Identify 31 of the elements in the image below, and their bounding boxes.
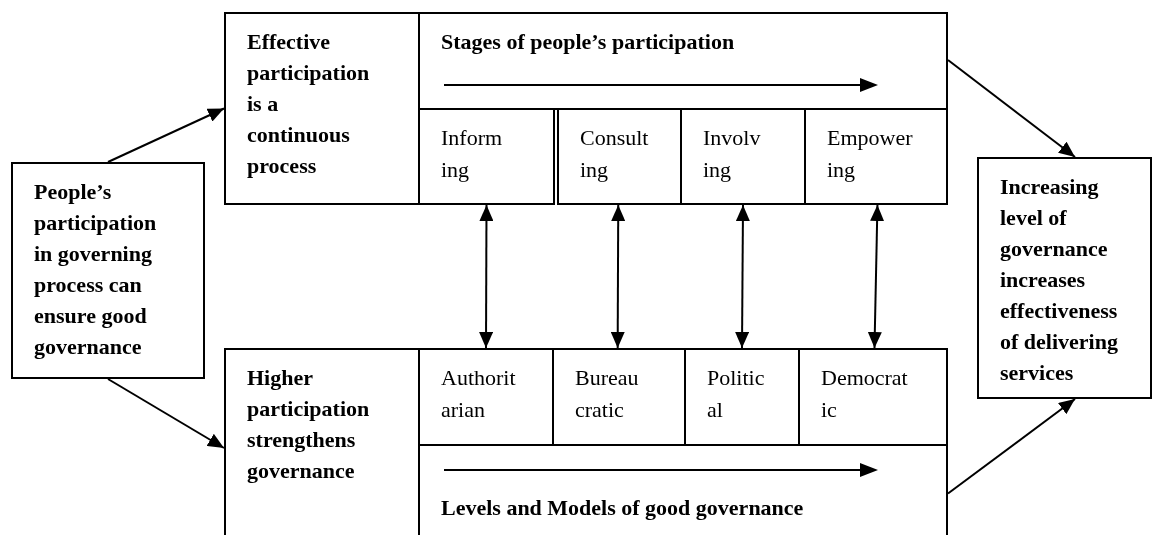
statement-text: People’s participation in governing process can ensure good governance (34, 178, 158, 361)
header-box (418, 12, 948, 110)
statement-text: Increasing level of governance increases effectiveness of delivering services (1000, 173, 1119, 387)
cell-label: Inform ing (441, 124, 503, 184)
cell-label: Politic al (707, 364, 765, 424)
statement-box (224, 348, 420, 535)
statement-text: Stages of people’s participation (441, 28, 736, 56)
stage-cell (557, 108, 682, 205)
arrow (735, 204, 750, 349)
statement-text: Effective participation is a continuous process (247, 28, 371, 180)
arrow (107, 107, 225, 163)
statement-box (977, 157, 1152, 399)
stage-cell (418, 108, 555, 205)
cell-label: Empower ing (827, 124, 913, 184)
cell-label: Bureau cratic (575, 364, 639, 424)
arrow (947, 398, 1076, 495)
statement-box (11, 162, 205, 379)
cell-label: Authorit arian (441, 364, 516, 424)
stage-cell (804, 108, 948, 205)
model-cell (798, 348, 948, 446)
cell-label: Democrat ic (821, 364, 908, 424)
statement-text: Higher participation strengthens governance (247, 364, 371, 485)
cell-label: Involv ing (703, 124, 761, 184)
arrow (610, 204, 626, 349)
arrow (867, 204, 885, 349)
statement-box (224, 12, 420, 205)
cell-label: Consult ing (580, 124, 649, 184)
arrow (947, 59, 1076, 158)
statement-text: Levels and Models of good governance (441, 494, 805, 522)
arrow (479, 204, 494, 349)
arrow (107, 378, 225, 449)
